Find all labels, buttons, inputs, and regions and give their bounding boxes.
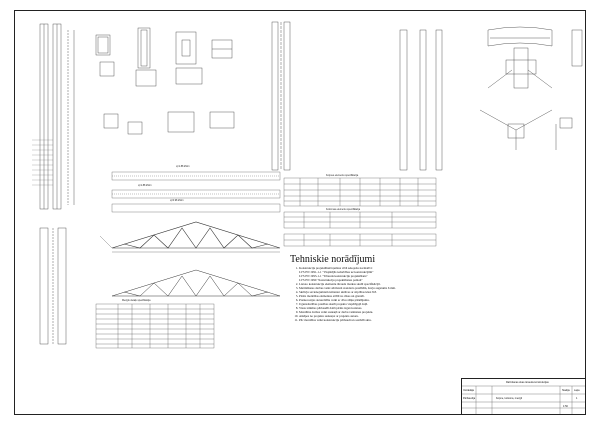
title-block: Ražošanas ēkas tērauda konstrukcijas Sta… [461, 378, 586, 415]
truss-load-diagrams [111, 171, 281, 213]
load-label-1: q=1.88 kN/m [176, 165, 190, 168]
note-item: Visus izmērus pārbaudīt dabā pirms izgat… [299, 306, 470, 310]
technical-notes: Tehniskie norādījumi Konstrukciju projek… [290, 254, 470, 322]
note-item: Pirms montāžas elementus attīrīt no rūsa… [299, 294, 470, 298]
load-label-2: q=1.88 kN/m [138, 184, 152, 187]
secondary-truss [111, 269, 281, 297]
note-text: Konstrukciju projektēšanā ņemtas vērā se… [299, 266, 373, 270]
note-item: Ugunsdrošības prasības skatīt projekta v… [299, 302, 470, 306]
notes-title: Tehniskie norādījumi [290, 254, 376, 265]
table2-title: Kolonnas elementu specifikācija [326, 208, 361, 211]
note-text: Pirms montāžas elementus attīrīt no rūsa… [299, 294, 365, 298]
notes-list: Konstrukciju projektēšanā ņemtas vērā se… [290, 266, 470, 322]
note-text: Metināšanas darbus veikt atbilstoši stan… [299, 286, 396, 290]
drawing-frame [14, 10, 586, 415]
spec-table-3 [283, 233, 437, 247]
section-details-top [95, 27, 235, 135]
note-item: Atkāpes no projekta saskaņot ar projekta… [299, 314, 470, 318]
note-item: Pēc montāžas veikt konstrukciju pārbaudi… [299, 318, 470, 322]
roof-node-detail [479, 26, 583, 150]
note-text: Pretkorozijas aizsardzību veikt ar divu … [299, 298, 370, 302]
note-text: Pēc montāžas veikt konstrukciju pārbaudi… [299, 318, 372, 322]
note-item: Pretkorozijas aizsardzību veikt ar divu … [299, 298, 470, 302]
titleblock-sheet-no: 1 [576, 397, 578, 400]
note-item: Lietoto konstrukciju elementu tērauda ma… [299, 282, 470, 286]
table1-title: Kopnes elementu specifikācija [326, 174, 359, 177]
note-item: Skrūvju savienojumiem izmantot skrūves a… [299, 290, 470, 294]
column-elevation-left [32, 23, 75, 210]
spec-table-4 [95, 303, 215, 349]
note-item: Metināšanas darbus veikt atbilstoši stan… [299, 286, 470, 290]
note-subline: LVS EN 1990 "Konstrukciju projektēšanas … [299, 278, 363, 282]
note-text: Visus izmērus pārbaudīt dabā pirms izgat… [299, 306, 363, 310]
main-truss [99, 221, 281, 253]
note-text: Montāžas darbus veikt saskaņā ar darbu v… [299, 310, 374, 314]
load-label-3: q=0.98 kN/m [170, 199, 184, 202]
note-item: Konstrukciju projektēšanā ņemtas vērā se… [299, 266, 470, 282]
titleblock-developed: Izstrādāja [463, 389, 474, 392]
note-item: Montāžas darbus veikt saskaņā ar darbu v… [299, 310, 470, 314]
spec-table-1 [283, 177, 437, 207]
note-subline: LVS EN 1991-1-1 "Vispārējās iedarbības u… [299, 270, 374, 274]
column-detail-bottom-left [39, 227, 67, 345]
titleblock-scale: 1:50 [563, 405, 568, 408]
note-text: Atkāpes no projekta saskaņot ar projekta… [299, 314, 359, 318]
titleblock-project: Ražošanas ēkas tērauda konstrukcijas [506, 381, 549, 384]
column-elevation-center [271, 21, 443, 171]
note-text: Ugunsdrošības prasības skatīt projekta v… [299, 302, 368, 306]
note-subline: LVS EN 1993-1-1 "Tērauda konstrukciju pr… [299, 274, 368, 278]
spec-table-2 [283, 211, 437, 229]
table3-title: Mezglu detaļu specifikācija [122, 299, 151, 302]
titleblock-stage: Stadija [562, 389, 570, 392]
note-text: Skrūvju savienojumiem izmantot skrūves a… [299, 290, 377, 294]
titleblock-sheet: Lapa [574, 389, 580, 392]
titleblock-checked: Pārbaudīja [463, 397, 476, 400]
note-text: Lietoto konstrukciju elementu tērauda ma… [299, 282, 381, 286]
titleblock-drawing-name: Kopne, kolonna, mezgli [496, 397, 522, 400]
titleblock-lines [461, 385, 586, 415]
